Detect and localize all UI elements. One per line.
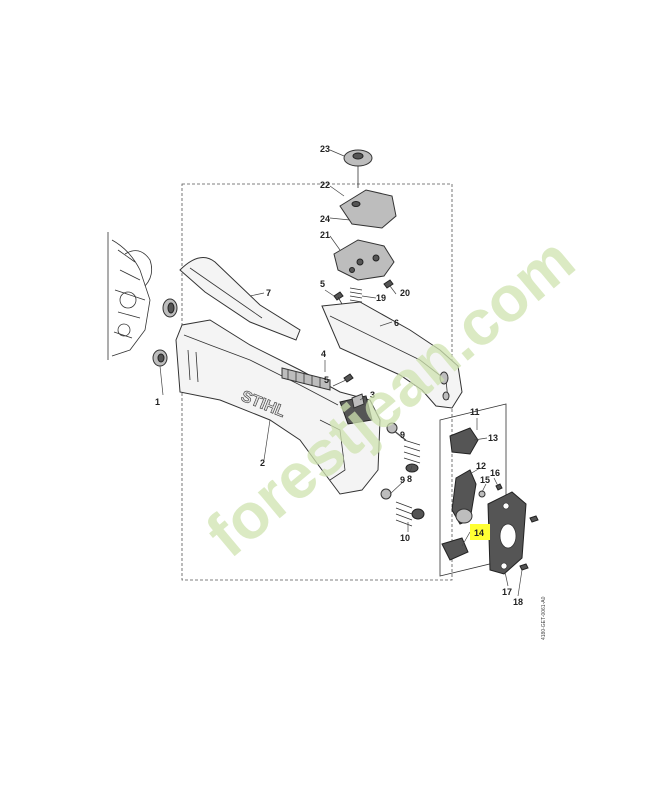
callout-7: 7 (266, 288, 271, 298)
part-3-clip (351, 393, 365, 409)
callout-24: 24 (320, 214, 330, 224)
part-6-side-cover (321, 301, 463, 409)
assembly-frame (181, 183, 453, 581)
callout-labels: 1 2 3 4 5 5 6 7 8 9 9 10 11 12 13 14 15 … (155, 144, 523, 607)
callout-20: 20 (400, 288, 410, 298)
part-13-cap (449, 427, 479, 455)
callout-5-lower: 5 (324, 375, 329, 385)
part-5-screw (333, 291, 354, 383)
part-1-grommet (152, 298, 178, 367)
part-4-screen (281, 367, 331, 391)
part-23-knob (343, 149, 373, 188)
part-19-spring (349, 287, 363, 303)
part-15-washer (478, 490, 486, 498)
callout-19: 19 (376, 293, 386, 303)
reference-code: 4180-GET-0061-A0 (541, 596, 547, 640)
callout-21: 21 (320, 230, 330, 240)
callout-14: 14 (474, 528, 484, 538)
callout-18: 18 (513, 597, 523, 607)
part-18-screw (519, 515, 539, 571)
leader-lines (159, 149, 523, 597)
callout-5-upper: 5 (320, 279, 325, 289)
callout-16: 16 (490, 468, 500, 478)
part-22-cover (339, 189, 397, 229)
callout-10: 10 (400, 533, 410, 543)
part-14-block (441, 537, 469, 561)
callout-22: 22 (320, 180, 330, 190)
callout-8: 8 (407, 474, 412, 484)
callout-9-upper: 9 (400, 430, 405, 440)
part-8-buffer-spring (386, 422, 421, 473)
callout-9-lower: 9 (400, 475, 405, 485)
callout-4: 4 (321, 349, 326, 359)
callout-3: 3 (370, 390, 375, 400)
callout-14-highlight (470, 524, 490, 540)
part-10-buffer-spring (380, 488, 425, 527)
callout-2: 2 (260, 458, 265, 468)
part-21-base (333, 239, 395, 281)
callout-1: 1 (155, 397, 160, 407)
part-16-screw (495, 483, 503, 491)
part-12-lever (451, 469, 477, 525)
callout-23: 23 (320, 144, 330, 154)
callout-17: 17 (502, 587, 512, 597)
callout-6: 6 (394, 318, 399, 328)
part-17-plate (487, 491, 527, 575)
part-7-handle-cover (179, 257, 301, 341)
callout-13: 13 (488, 433, 498, 443)
callout-11: 11 (470, 407, 480, 417)
part-2-rear-handle-housing: STIHL (175, 319, 381, 495)
callout-12: 12 (476, 461, 486, 471)
part-20-screw (383, 279, 394, 289)
callout-15: 15 (480, 475, 490, 485)
engine-block-partial (107, 232, 153, 360)
